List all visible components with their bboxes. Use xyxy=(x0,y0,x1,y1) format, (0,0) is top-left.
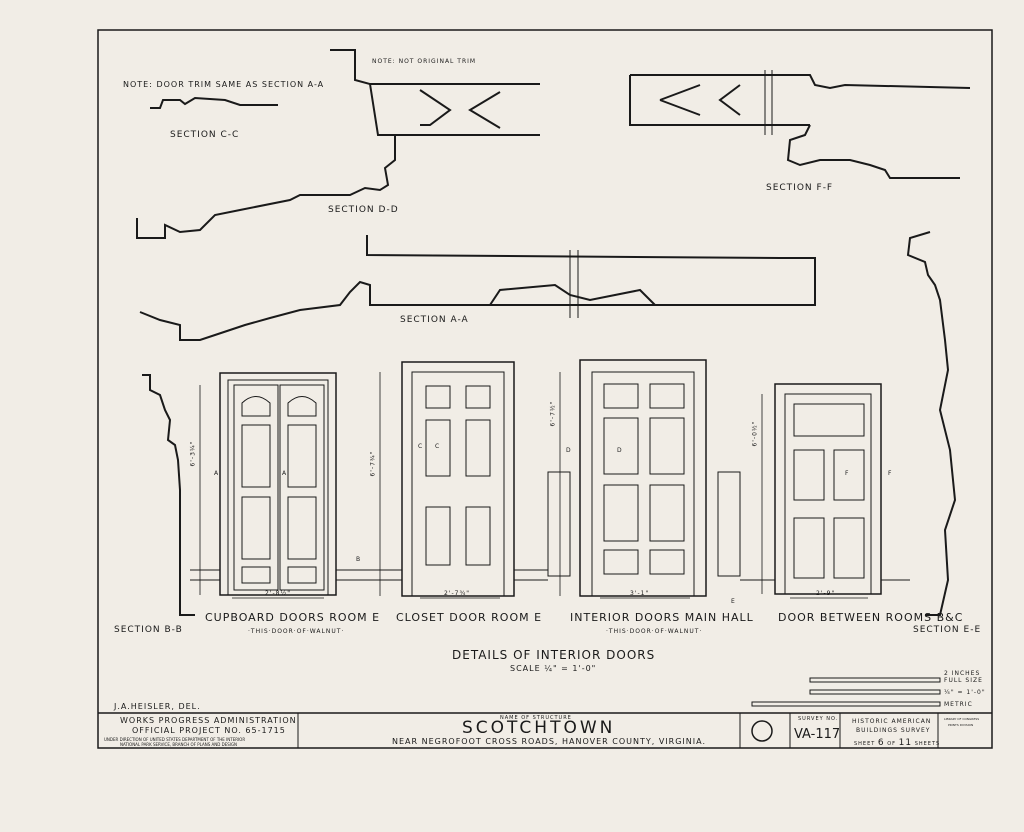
marker-f-left: F xyxy=(845,470,850,477)
section-cc-label: SECTION C-C xyxy=(170,130,240,140)
marker-e: E xyxy=(731,598,736,605)
direction: UNDER DIRECTION OF UNITED STATES DEPARTM… xyxy=(104,737,246,742)
door-3-height: 6'-7½" xyxy=(549,400,557,427)
titleblock-dividers xyxy=(297,713,939,748)
service: NATIONAL PARK SERVICE, BRANCH OF PLANS A… xyxy=(120,742,238,747)
sheet-prefix: SHEET xyxy=(854,741,876,747)
marker-d-right: D xyxy=(617,447,623,454)
section-dd-profile xyxy=(136,49,396,239)
section-ee-label: SECTION E-E xyxy=(913,625,982,635)
door-closet-elevation xyxy=(401,361,515,597)
door-between-rooms-elevation xyxy=(774,383,882,595)
agency: WORKS PROGRESS ADMINISTRATION xyxy=(120,716,297,725)
door-3-sub: ·THIS·DOOR·OF·WALNUT· xyxy=(606,628,703,635)
door-4-height: 6'-0½" xyxy=(751,420,759,447)
graphic-scales xyxy=(751,677,941,707)
structure-location: NEAR NEGROFOOT CROSS ROADS, HANOVER COUN… xyxy=(392,737,706,746)
door-4-label: DOOR BETWEEN ROOMS B&C xyxy=(778,611,964,624)
note-door-trim: NOTE: DOOR TRIM SAME AS SECTION A-A xyxy=(123,80,325,89)
section-ff-trim xyxy=(629,74,971,126)
section-ff-label: SECTION F-F xyxy=(766,183,834,193)
sheet-border xyxy=(97,29,993,749)
sheet-number: 6 xyxy=(877,738,885,748)
door-1-height: 6'-3¼" xyxy=(189,440,197,467)
marker-c-right: C xyxy=(435,443,441,450)
section-bb-label: SECTION B-B xyxy=(114,625,183,635)
door-4-width: 2'-9" xyxy=(816,590,836,597)
habs-line-1: HISTORIC AMERICAN xyxy=(852,718,932,725)
door-3-width: 3'-1" xyxy=(630,590,650,597)
section-ff-profile xyxy=(786,124,960,179)
door-1-label: CUPBOARD DOORS ROOM E xyxy=(205,611,381,624)
structure-name-label: NAME OF STRUCTURE xyxy=(500,715,572,721)
scale-metric: METRIC xyxy=(944,701,973,708)
sheet-info: SHEET 6 OF 11 SHEETS xyxy=(854,738,940,748)
sheets-suffix: SHEETS xyxy=(914,741,941,747)
section-dd-trim xyxy=(370,83,540,136)
door-1-sub: ·THIS·DOOR·OF·WALNUT· xyxy=(248,628,345,635)
section-cc-profile xyxy=(150,96,278,109)
structure-name: SCOTCHTOWN xyxy=(462,718,616,738)
marker-a-left: A xyxy=(214,470,220,477)
door-2-height: 6'-7¾" xyxy=(369,450,377,477)
scale-feet: ¼" = 1'-0" xyxy=(944,689,986,696)
dimension-lines xyxy=(199,372,868,599)
door-1-width: 2'-8½" xyxy=(265,590,292,597)
section-aa-label: SECTION A-A xyxy=(400,315,469,325)
door-cupboard-elevation xyxy=(219,372,337,596)
habs-line-2: BUILDINGS SURVEY xyxy=(856,727,931,734)
section-ee-profile xyxy=(906,231,957,616)
marker-c-left: C xyxy=(418,443,424,450)
habs-seal-icon xyxy=(751,720,773,742)
survey-label: SURVEY NO. xyxy=(798,716,839,722)
door-2-label: CLOSET DOOR ROOM E xyxy=(396,611,543,624)
sheet-total: 11 xyxy=(898,738,913,748)
delineator: J.A.HEISLER, DEL. xyxy=(114,702,201,711)
scale-full: FULL SIZE xyxy=(944,677,983,684)
door-3-label: INTERIOR DOORS MAIN HALL xyxy=(570,611,754,624)
section-dd-label: SECTION D-D xyxy=(328,205,399,215)
drawing-title: DETAILS OF INTERIOR DOORS xyxy=(452,648,656,662)
survey-number: VA-117 xyxy=(794,727,841,742)
section-aa-panel xyxy=(489,283,656,306)
project: OFFICIAL PROJECT NO. 65-1715 xyxy=(132,726,286,735)
drawing-scale: SCALE ¼" = 1'-0" xyxy=(510,664,597,673)
marker-b: B xyxy=(356,556,362,563)
note-not-original: NOTE: NOT ORIGINAL TRIM xyxy=(372,58,477,65)
sheet-of: OF xyxy=(887,741,897,747)
loc-line-2: PRINTS DIVISION xyxy=(948,723,974,727)
door-main-hall-elevation xyxy=(547,359,741,597)
door-2-width: 2'-7¾" xyxy=(444,590,471,597)
marker-a-right: A xyxy=(282,470,288,477)
section-bb-profile xyxy=(142,374,195,616)
scale-inches: 2 INCHES xyxy=(944,670,981,677)
section-aa-profile xyxy=(139,235,816,341)
loc-line-1: LIBRARY OF CONGRESS xyxy=(944,717,980,721)
marker-d-left: D xyxy=(566,447,572,454)
baseboards xyxy=(190,569,910,581)
marker-f-right: F xyxy=(888,470,893,477)
